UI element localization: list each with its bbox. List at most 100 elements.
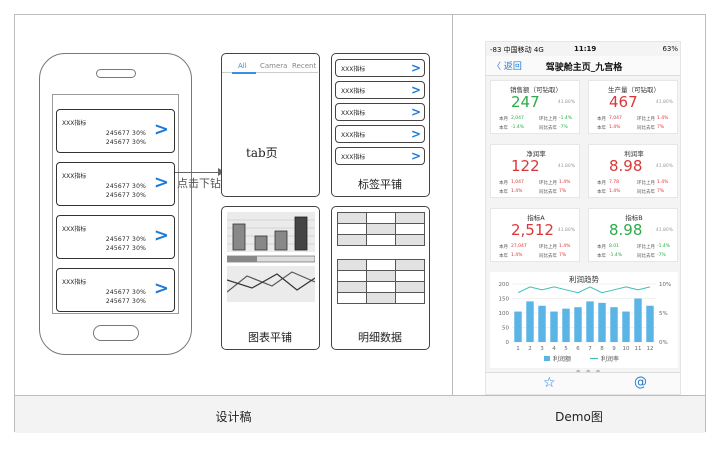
kpi-label: 同比去年 bbox=[637, 126, 655, 131]
tab-recent[interactable]: Recent bbox=[292, 62, 317, 70]
kpi-label: 本年 bbox=[499, 190, 508, 195]
kpi-label: 本月 bbox=[597, 117, 606, 122]
tab-all[interactable]: All bbox=[238, 62, 247, 70]
kpi-number: 1.4% bbox=[657, 180, 669, 185]
panel-caption: 图表平铺 bbox=[248, 331, 292, 344]
status-bar: -83 中国移动 4G 11:19 63% bbox=[486, 42, 680, 55]
kpi-number: 1.4% bbox=[559, 244, 571, 249]
card-value: 245677 30% bbox=[105, 245, 146, 252]
kpi-number: -7% bbox=[657, 253, 666, 258]
card-title: XXX指标 bbox=[62, 279, 87, 286]
kpi-card[interactable]: XXX指标 245677 30% 245677 30% > bbox=[56, 268, 175, 312]
x-tick-label: 7 bbox=[588, 346, 592, 352]
detail-data-panel: 明细数据 bbox=[331, 206, 430, 350]
bar bbox=[550, 311, 558, 342]
legend-swatch bbox=[544, 356, 550, 361]
detail-table bbox=[337, 259, 425, 304]
chevron-right-icon: > bbox=[410, 149, 421, 163]
tag-item[interactable]: XXX指标 > bbox=[335, 103, 425, 121]
chevron-right-icon[interactable]: > bbox=[153, 225, 169, 246]
bar bbox=[586, 301, 594, 342]
kpi-label: 环比上月 bbox=[539, 181, 557, 186]
tag-item[interactable]: XXX指标 > bbox=[335, 147, 425, 165]
kpi-card[interactable]: XXX指标 245677 30% 245677 30% > bbox=[56, 162, 175, 206]
thumb-bar bbox=[254, 235, 268, 251]
card-value: 245677 30% bbox=[105, 298, 146, 305]
chevron-right-icon: > bbox=[410, 83, 421, 97]
chevron-right-icon[interactable]: > bbox=[153, 172, 169, 193]
y2-tick-label: 0% bbox=[659, 340, 668, 346]
kpi-label: 同比去年 bbox=[539, 254, 557, 259]
x-tick-label: 2 bbox=[528, 346, 532, 352]
x-tick-label: 8 bbox=[600, 346, 604, 352]
y-tick-label: 0 bbox=[506, 340, 510, 346]
kpi-percent: 41.80% bbox=[557, 228, 575, 233]
kpi-value: 2,512 bbox=[511, 221, 554, 239]
kpi-label: 本月 bbox=[597, 245, 606, 250]
caption-demo: Demo图 bbox=[555, 410, 603, 424]
panel-caption: 标签平铺 bbox=[358, 178, 402, 191]
x-tick-label: 1 bbox=[516, 346, 520, 352]
bar bbox=[526, 301, 534, 342]
caption-row: 设计稿 Demo图 bbox=[15, 395, 705, 433]
y2-tick-label: 5% bbox=[659, 311, 668, 317]
kpi-value: 467 bbox=[609, 93, 638, 111]
kpi-label: 本年 bbox=[499, 254, 508, 259]
kpi-label: 环比上月 bbox=[539, 245, 557, 250]
bar bbox=[562, 308, 570, 342]
kpi-number: 1.4% bbox=[511, 189, 523, 194]
kpi-title: 指标A bbox=[527, 214, 545, 222]
card-value: 245677 30% bbox=[105, 183, 146, 190]
chevron-right-icon: > bbox=[410, 105, 421, 119]
kpi-number: 7% bbox=[559, 253, 567, 258]
card-value: 245677 30% bbox=[105, 289, 146, 296]
panel-caption: 明细数据 bbox=[358, 331, 402, 344]
tag-item[interactable]: XXX指标 > bbox=[335, 125, 425, 143]
tag-label: XXX指标 bbox=[341, 154, 366, 161]
tab-active-indicator bbox=[232, 72, 256, 74]
kpi-label: 环比上月 bbox=[539, 117, 557, 122]
chevron-right-icon[interactable]: > bbox=[153, 278, 169, 299]
star-icon[interactable]: ☆ bbox=[543, 375, 556, 391]
thumb-line bbox=[227, 273, 315, 291]
demo-phone-screen: -83 中国移动 4G 11:19 63% 〈 返回 驾驶舱主页_九宫格 利润趋… bbox=[485, 41, 681, 395]
kpi-value: 8.98 bbox=[609, 221, 643, 239]
tab-camera[interactable]: Camera bbox=[260, 62, 288, 70]
bar bbox=[622, 311, 630, 342]
bar bbox=[538, 305, 546, 342]
at-icon[interactable]: @ bbox=[634, 375, 647, 390]
drilldown-label: 点击下钻 bbox=[177, 177, 221, 190]
kpi-label: 本年 bbox=[499, 126, 508, 131]
kpi-label: 本年 bbox=[597, 254, 606, 259]
series-line bbox=[517, 286, 651, 294]
tag-item[interactable]: XXX指标 > bbox=[335, 81, 425, 99]
bar bbox=[634, 298, 642, 342]
kpi-card[interactable]: XXX指标 245677 30% 245677 30% > bbox=[56, 215, 175, 259]
kpi-number: 7.78 bbox=[609, 180, 620, 185]
chart-title: 利润趋势 bbox=[569, 275, 599, 284]
card-title: XXX指标 bbox=[62, 120, 87, 127]
nav-bar: 〈 返回 驾驶舱主页_九宫格 bbox=[486, 56, 680, 76]
kpi-card[interactable]: XXX指标 245677 30% 245677 30% > bbox=[56, 109, 175, 153]
kpi-number: 7% bbox=[559, 189, 567, 194]
kpi-label: 环比上月 bbox=[637, 245, 655, 250]
kpi-label: 同比去年 bbox=[637, 254, 655, 259]
kpi-number: 1.4% bbox=[609, 125, 621, 130]
chevron-right-icon[interactable]: > bbox=[153, 119, 169, 140]
back-button[interactable]: 〈 返回 bbox=[492, 62, 522, 72]
bar bbox=[598, 302, 606, 342]
thumb-bar bbox=[294, 216, 308, 251]
card-value: 245677 30% bbox=[105, 130, 146, 137]
kpi-number: 8.01 bbox=[609, 244, 620, 249]
kpi-title: 销售额（可钻取） bbox=[510, 86, 562, 94]
phone-screen: XXX指标 245677 30% 245677 30% > XXX指标 2456… bbox=[52, 94, 179, 314]
bar bbox=[646, 305, 654, 342]
carrier-label: -83 中国移动 4G bbox=[490, 46, 544, 54]
tag-item[interactable]: XXX指标 > bbox=[335, 59, 425, 77]
